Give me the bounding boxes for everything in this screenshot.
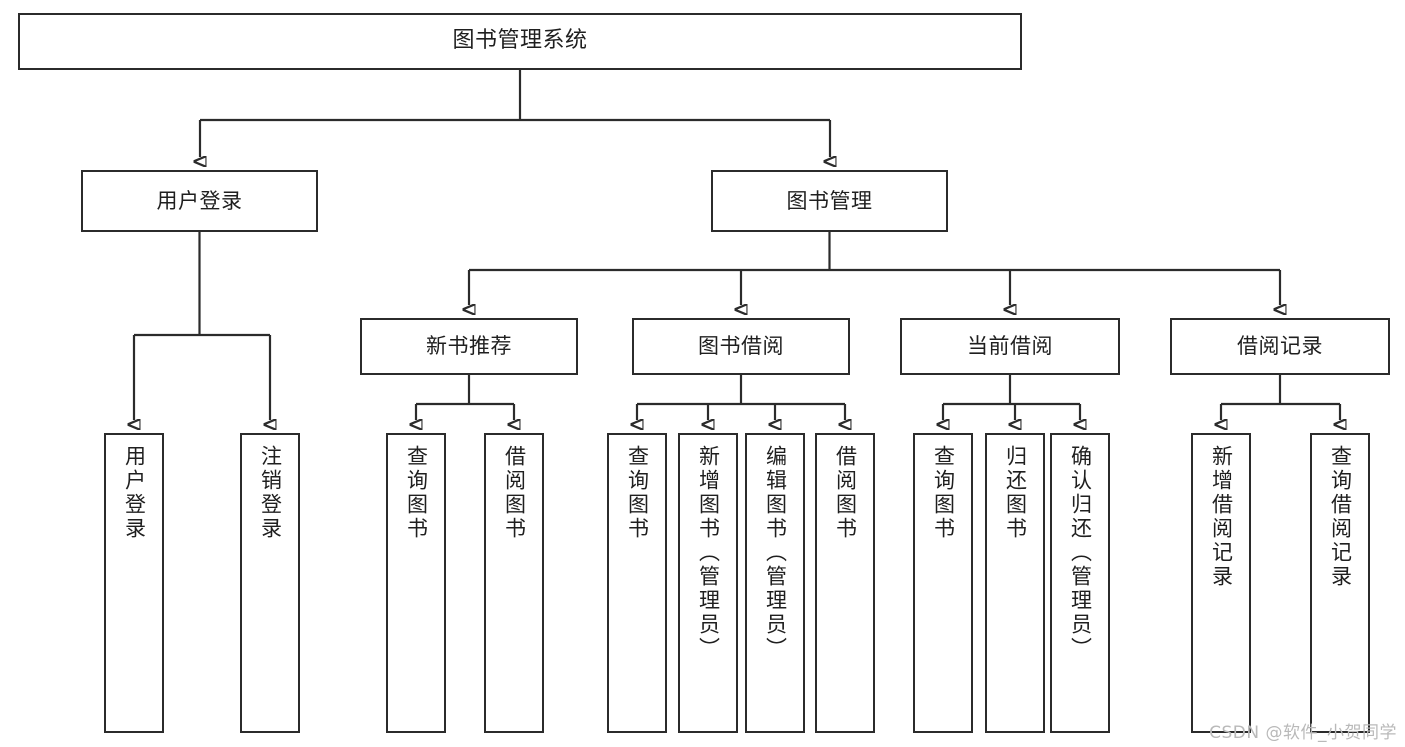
- node-leaf-query-book-2-label: 查询图书: [625, 445, 650, 541]
- node-leaf-borrow-book-2[interactable]: 借阅图书: [815, 433, 875, 733]
- node-book-borrow-label: 图书借阅: [698, 334, 784, 359]
- node-current-borrow-label: 当前借阅: [967, 334, 1053, 359]
- node-root[interactable]: 图书管理系统: [18, 13, 1022, 70]
- node-leaf-query-book-1-label: 查询图书: [404, 445, 429, 541]
- node-new-book-rec[interactable]: 新书推荐: [360, 318, 578, 375]
- node-book-borrow[interactable]: 图书借阅: [632, 318, 850, 375]
- node-leaf-user-logout-label: 注销登录: [258, 445, 283, 541]
- node-root-label: 图书管理系统: [452, 28, 588, 54]
- node-leaf-confirm-return-label: 确认归还（管理员）: [1068, 445, 1093, 661]
- node-new-book-rec-label: 新书推荐: [426, 334, 512, 359]
- node-user-login[interactable]: 用户登录: [81, 170, 318, 232]
- node-leaf-user-logout[interactable]: 注销登录: [240, 433, 300, 733]
- node-leaf-add-book-label: 新增图书（管理员）: [696, 445, 721, 661]
- watermark: CSDN @软件_小贺同学: [1209, 723, 1397, 743]
- node-leaf-confirm-return[interactable]: 确认归还（管理员）: [1050, 433, 1110, 733]
- node-leaf-query-book-2[interactable]: 查询图书: [607, 433, 667, 733]
- node-leaf-add-book[interactable]: 新增图书（管理员）: [678, 433, 738, 733]
- node-leaf-query-record-label: 查询借阅记录: [1328, 445, 1353, 589]
- node-leaf-borrow-book-2-label: 借阅图书: [833, 445, 858, 541]
- node-book-manage[interactable]: 图书管理: [711, 170, 948, 232]
- node-leaf-query-record[interactable]: 查询借阅记录: [1310, 433, 1370, 733]
- node-leaf-return-book-label: 归还图书: [1003, 445, 1028, 541]
- node-leaf-add-record[interactable]: 新增借阅记录: [1191, 433, 1251, 733]
- node-book-manage-label: 图书管理: [786, 188, 873, 213]
- node-borrow-record[interactable]: 借阅记录: [1170, 318, 1390, 375]
- node-leaf-add-record-label: 新增借阅记录: [1209, 445, 1234, 589]
- node-leaf-query-book-3-label: 查询图书: [931, 445, 956, 541]
- node-leaf-edit-book-label: 编辑图书（管理员）: [763, 445, 788, 661]
- node-leaf-borrow-book-1[interactable]: 借阅图书: [484, 433, 544, 733]
- node-leaf-query-book-3[interactable]: 查询图书: [913, 433, 973, 733]
- node-current-borrow[interactable]: 当前借阅: [900, 318, 1120, 375]
- node-leaf-edit-book[interactable]: 编辑图书（管理员）: [745, 433, 805, 733]
- node-user-login-label: 用户登录: [156, 188, 243, 213]
- node-leaf-user-login[interactable]: 用户登录: [104, 433, 164, 733]
- node-leaf-borrow-book-1-label: 借阅图书: [502, 445, 527, 541]
- node-borrow-record-label: 借阅记录: [1237, 334, 1323, 359]
- node-leaf-user-login-label: 用户登录: [122, 445, 147, 541]
- node-leaf-return-book[interactable]: 归还图书: [985, 433, 1045, 733]
- node-leaf-query-book-1[interactable]: 查询图书: [386, 433, 446, 733]
